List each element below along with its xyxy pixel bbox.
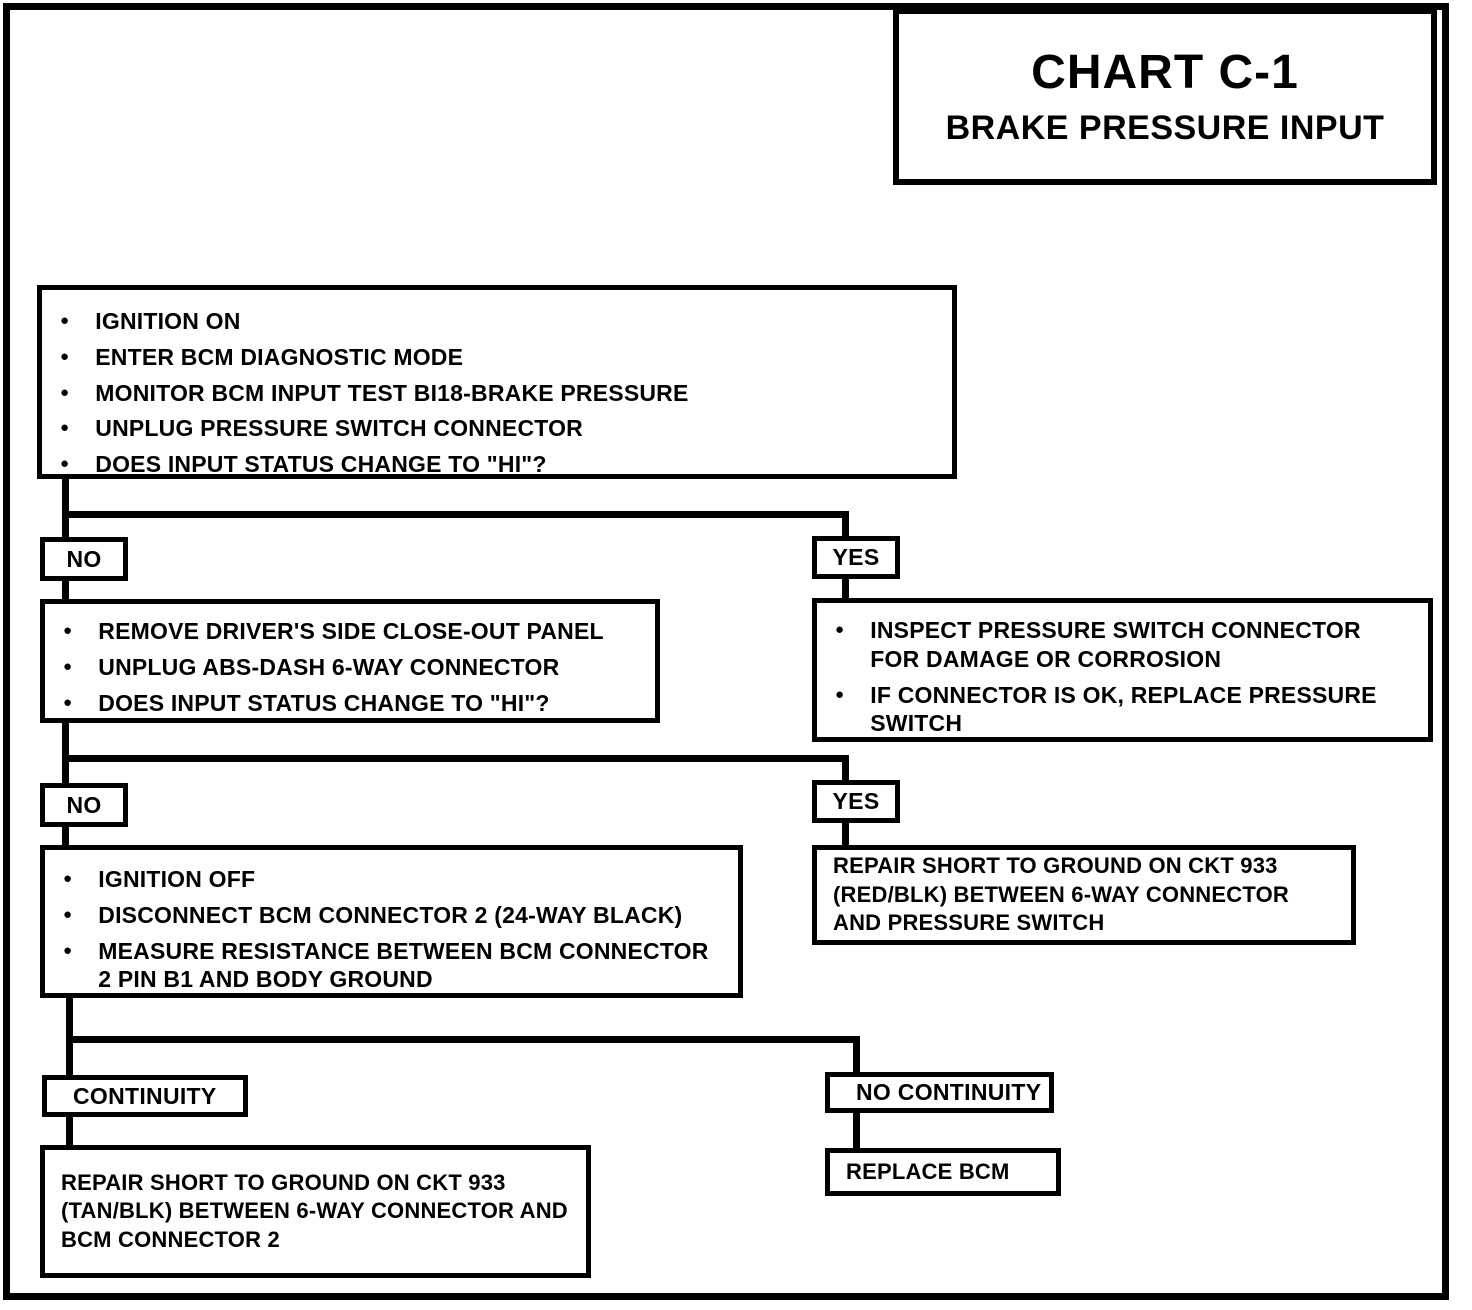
- step-item: ● DISCONNECT BCM CONNECTOR 2 (24-WAY BLA…: [63, 901, 720, 930]
- bullet-icon: ●: [63, 693, 73, 711]
- connector-branch2-horizontal: [62, 755, 849, 762]
- bullet-icon: ●: [60, 455, 70, 472]
- step-item-label: MEASURE RESISTANCE BETWEEN BCM CONNECTOR…: [98, 937, 709, 993]
- bullet-icon: ●: [63, 622, 73, 639]
- step-item: ● REMOVE DRIVER'S SIDE CLOSE-OUT PANEL: [63, 617, 637, 646]
- connector-yes1-to-inspect: [842, 578, 849, 599]
- connector-branch3-horizontal: [66, 1036, 860, 1043]
- step-item: ● UNPLUG PRESSURE SWITCH CONNECTOR: [60, 414, 934, 443]
- step-item: ● IGNITION OFF: [63, 865, 720, 894]
- connector-branch1-yes-drop: [842, 511, 849, 537]
- connector-yes2-to-repair: [842, 822, 849, 846]
- action-text: REPAIR SHORT TO GROUND ON CKT 933 (RED/B…: [833, 853, 1289, 936]
- connector-no1-to-step2: [62, 580, 69, 600]
- result-label-no-continuity: NO CONTINUITY: [825, 1072, 1054, 1113]
- bullet-icon: ●: [60, 347, 70, 365]
- step-box-initial-checks: ● IGNITION ON ● ENTER BCM DIAGNOSTIC MOD…: [37, 285, 957, 479]
- connector-branch1-horizontal: [62, 511, 849, 518]
- step-item: ● IF CONNECTOR IS OK, REPLACE PRESSURE S…: [835, 681, 1410, 739]
- step-item-label: DOES INPUT STATUS CHANGE TO "HI"?: [98, 689, 550, 716]
- connector-step2-drop: [62, 722, 69, 784]
- decision-label-yes-2: YES: [812, 780, 900, 823]
- step-item: ● DOES INPUT STATUS CHANGE TO "HI"?: [63, 689, 637, 718]
- step-item-label: DISCONNECT BCM CONNECTOR 2 (24-WAY BLACK…: [98, 901, 683, 928]
- step-item-label: MONITOR BCM INPUT TEST BI18-BRAKE PRESSU…: [95, 379, 689, 406]
- action-box-inspect-switch: ● INSPECT PRESSURE SWITCH CONNECTOR FOR …: [812, 598, 1433, 742]
- bullet-icon: ●: [835, 621, 845, 638]
- step-box-closeout-panel: ● REMOVE DRIVER'S SIDE CLOSE-OUT PANEL ●…: [40, 599, 660, 723]
- step-item-label: DOES INPUT STATUS CHANGE TO "HI"?: [95, 451, 547, 477]
- connector-step1-drop: [62, 478, 69, 538]
- bullet-icon: ●: [63, 870, 73, 887]
- action-box-repair-short-tan: REPAIR SHORT TO GROUND ON CKT 933 (TAN/B…: [40, 1145, 591, 1278]
- step-item: ● ENTER BCM DIAGNOSTIC MODE: [60, 343, 934, 372]
- decision-label-text: NO: [66, 791, 102, 818]
- step-item-label: ENTER BCM DIAGNOSTIC MODE: [95, 343, 464, 370]
- bullet-icon: ●: [835, 685, 845, 703]
- step-item-label: IGNITION OFF: [98, 866, 256, 892]
- bullet-icon: ●: [60, 383, 70, 401]
- step-item: ● MONITOR BCM INPUT TEST BI18-BRAKE PRES…: [60, 379, 934, 408]
- bullet-icon: ●: [63, 657, 73, 675]
- decision-label-no-2: NO: [40, 783, 128, 827]
- step-item-label: INSPECT PRESSURE SWITCH CONNECTOR FOR DA…: [870, 617, 1361, 672]
- decision-label-no-1: NO: [40, 537, 128, 581]
- action-box-replace-bcm: REPLACE BCM: [825, 1148, 1061, 1196]
- chart-title: CHART C-1: [1031, 45, 1299, 99]
- step-item-label: IGNITION ON: [95, 308, 241, 334]
- decision-label-text: YES: [832, 544, 880, 570]
- result-label-text: CONTINUITY: [73, 1082, 217, 1109]
- connector-branch2-yes-drop: [842, 755, 849, 781]
- action-box-repair-short-red: REPAIR SHORT TO GROUND ON CKT 933 (RED/B…: [812, 845, 1356, 945]
- step-item-label: REMOVE DRIVER'S SIDE CLOSE-OUT PANEL: [98, 618, 604, 644]
- step-item: ● IGNITION ON: [60, 307, 934, 336]
- step-item: ● MEASURE RESISTANCE BETWEEN BCM CONNECT…: [63, 937, 720, 995]
- step-item: ● INSPECT PRESSURE SWITCH CONNECTOR FOR …: [835, 616, 1410, 674]
- page-border: [3, 3, 1449, 1300]
- bullet-icon: ●: [63, 905, 73, 923]
- result-label-continuity: CONTINUITY: [42, 1075, 248, 1117]
- step-item-label: UNPLUG PRESSURE SWITCH CONNECTOR: [95, 415, 583, 442]
- chart-subtitle: BRAKE PRESSURE INPUT: [945, 108, 1385, 147]
- connector-branch3-nocontinuity-drop: [853, 1036, 860, 1073]
- bullet-icon: ●: [60, 419, 70, 437]
- chart-title-box: CHART C-1 BRAKE PRESSURE INPUT: [893, 8, 1437, 185]
- step-box-resistance-check: ● IGNITION OFF ● DISCONNECT BCM CONNECTO…: [40, 845, 743, 998]
- step-item: ● UNPLUG ABS-DASH 6-WAY CONNECTOR: [63, 653, 637, 682]
- connector-nocontinuity-to-replace: [853, 1112, 860, 1149]
- connector-no2-to-step3: [62, 826, 69, 846]
- action-text: REPAIR SHORT TO GROUND ON CKT 933 (TAN/B…: [61, 1169, 568, 1252]
- decision-label-text: NO: [66, 545, 102, 572]
- result-label-text: NO CONTINUITY: [856, 1079, 1042, 1105]
- step-item-label: UNPLUG ABS-DASH 6-WAY CONNECTOR: [98, 653, 560, 680]
- bullet-icon: ●: [60, 312, 70, 329]
- bullet-icon: ●: [63, 941, 73, 959]
- connector-continuity-to-repair: [66, 1116, 73, 1146]
- step-item: ● DOES INPUT STATUS CHANGE TO "HI"?: [60, 450, 934, 479]
- decision-label-text: YES: [832, 788, 880, 814]
- action-text: REPLACE BCM: [846, 1158, 1010, 1184]
- decision-label-yes-1: YES: [812, 536, 900, 579]
- step-item-label: IF CONNECTOR IS OK, REPLACE PRESSURE SWI…: [870, 681, 1377, 737]
